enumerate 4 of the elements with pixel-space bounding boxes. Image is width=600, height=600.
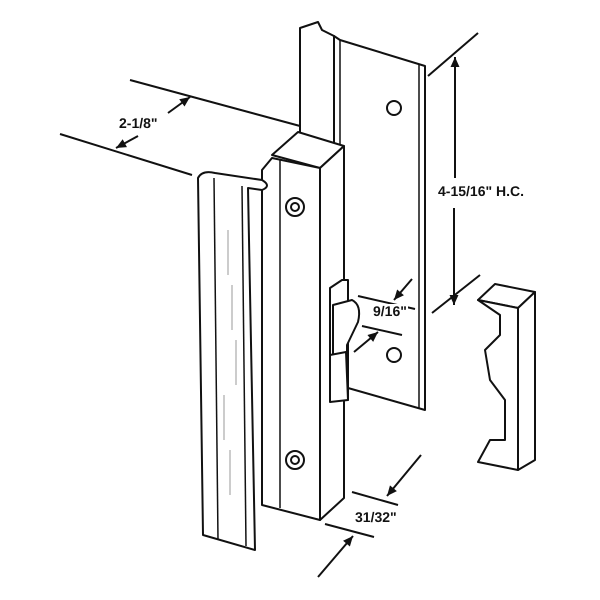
dimension-label: 4-15/16" H.C. — [437, 184, 526, 198]
dimension-label: 31/32" — [354, 510, 398, 524]
dimension-label: 2-1/8" — [118, 116, 159, 130]
dimension-label: 9/16" — [372, 304, 408, 318]
